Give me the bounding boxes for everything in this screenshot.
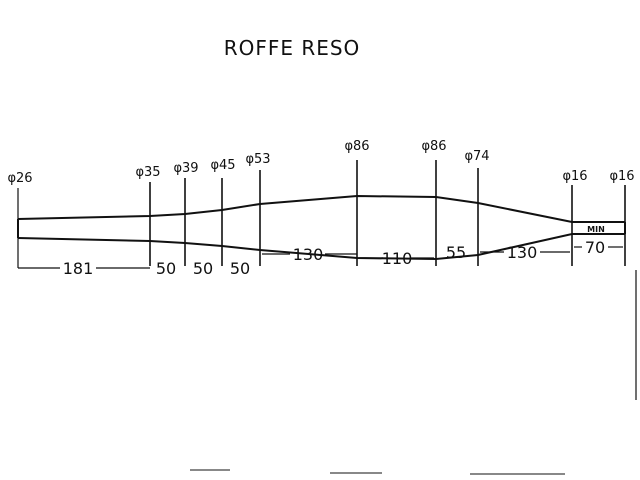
length-label: 70	[585, 238, 605, 257]
length-label: 110	[382, 249, 413, 268]
diameter-label: φ86	[421, 139, 446, 154]
diameter-label: φ16	[609, 169, 634, 184]
section-lines	[17, 160, 626, 268]
diameter-label: φ16	[562, 169, 587, 184]
diameter-label: φ53	[245, 152, 270, 167]
diameter-labels: φ26 φ35 φ39 φ45 φ53 φ86 φ86 φ74 φ16 φ16	[7, 139, 634, 186]
diameter-label: φ74	[464, 149, 489, 164]
length-label: 50	[156, 259, 176, 278]
drawing-title: ROFFE RESO	[224, 36, 361, 60]
length-label: 50	[193, 259, 213, 278]
diameter-label: φ45	[210, 158, 235, 173]
diameter-label: φ86	[344, 139, 369, 154]
length-label: 130	[507, 243, 538, 262]
length-label: 181	[63, 259, 94, 278]
scan-artifacts	[190, 270, 637, 475]
min-label: MIN	[587, 225, 605, 234]
dimension-lines	[18, 246, 623, 269]
length-label: 55	[446, 243, 466, 262]
diameter-label: φ35	[135, 165, 160, 180]
diameter-label: φ26	[7, 171, 32, 186]
pipe-top-edge	[17, 194, 625, 223]
length-label: 50	[230, 259, 250, 278]
length-labels: 181 50 50 50 130 110 55 130 70 MIN	[63, 225, 605, 278]
diameter-label: φ39	[173, 161, 198, 176]
pipe-bottom-edge	[17, 233, 625, 261]
length-label: 130	[293, 245, 324, 264]
